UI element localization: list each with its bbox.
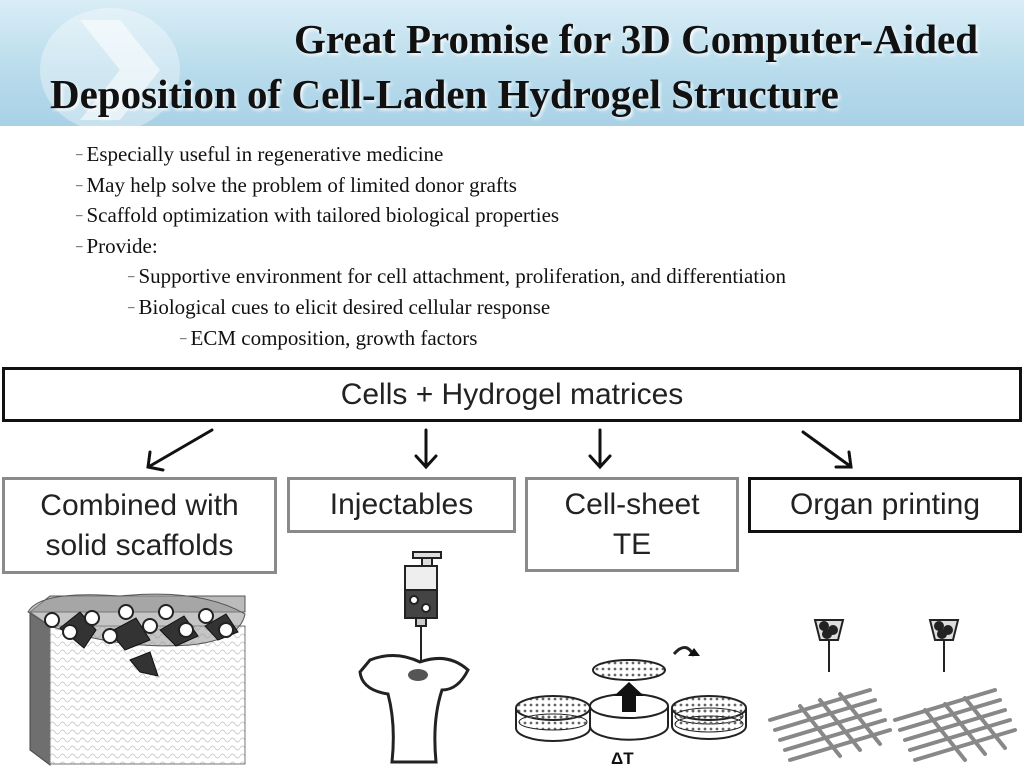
dash-marker: –: [76, 177, 83, 192]
banner-chevron-decoration: [40, 8, 180, 126]
dash-marker: –: [76, 238, 83, 253]
bullet-text: Especially useful in regenerative medici…: [86, 142, 444, 166]
injectables-box: Injectables: [287, 477, 516, 533]
delta-t-label: ΔT: [611, 749, 634, 768]
dash-marker: –: [76, 207, 83, 222]
arrow-icon: [801, 430, 853, 469]
box-line: Combined with: [40, 488, 239, 522]
bullet-text: Supportive environment for cell attachme…: [138, 264, 786, 288]
dash-marker: –: [76, 146, 83, 161]
combined-scaffolds-box: Combined with solid scaffolds: [2, 477, 277, 574]
bone-illustration: [358, 654, 470, 764]
box-line: solid scaffolds: [45, 528, 234, 562]
syringe-icon: [404, 551, 442, 668]
box-line: Organ printing: [789, 488, 981, 521]
sub-sub-bullet-item: –ECM composition, growth factors: [180, 325, 477, 354]
bullet-item: –May help solve the problem of limited d…: [76, 172, 517, 201]
box-line: Injectables: [329, 488, 474, 521]
dash-marker: –: [180, 330, 187, 345]
slide-title: Great Promise for 3D Computer-Aided Depo…: [0, 12, 1000, 122]
organ-printing-illustration: [768, 619, 1017, 762]
sub-bullet-item: –Biological cues to elicit desired cellu…: [128, 294, 550, 323]
cells-hydrogel-box: Cells + Hydrogel matrices: [2, 367, 1022, 422]
bullet-item: –Provide:: [76, 233, 158, 262]
bullet-text: May help solve the problem of limited do…: [86, 173, 517, 197]
bullet-text: Provide:: [86, 234, 158, 258]
arrow-icon: [146, 428, 214, 472]
bullet-text: Biological cues to elicit desired cellul…: [138, 295, 551, 319]
box-line: Cell-sheet: [564, 487, 700, 521]
organ-printing-box: Organ printing: [748, 477, 1022, 533]
bullet-text: Scaffold optimization with tailored biol…: [86, 203, 560, 227]
slide-title-line-2: Deposition of Cell-Laden Hydrogel Struct…: [50, 71, 839, 117]
sub-bullet-item: –Supportive environment for cell attachm…: [128, 263, 786, 292]
slide-title-line-1: Great Promise for 3D Computer-Aided: [294, 16, 978, 62]
arrow-icon: [588, 428, 612, 470]
dash-marker: –: [128, 268, 135, 283]
dash-marker: –: [128, 299, 135, 314]
cell-sheet-illustration: [515, 646, 747, 742]
arrow-icon: [414, 428, 438, 470]
bullet-item: –Scaffold optimization with tailored bio…: [76, 202, 559, 231]
bullet-item: –Especially useful in regenerative medic…: [76, 141, 443, 170]
title-banner: Great Promise for 3D Computer-Aided Depo…: [0, 0, 1024, 126]
scaffold-block-illustration: [27, 593, 246, 766]
bullet-text: ECM composition, growth factors: [190, 326, 478, 350]
box-line: TE: [612, 527, 652, 561]
